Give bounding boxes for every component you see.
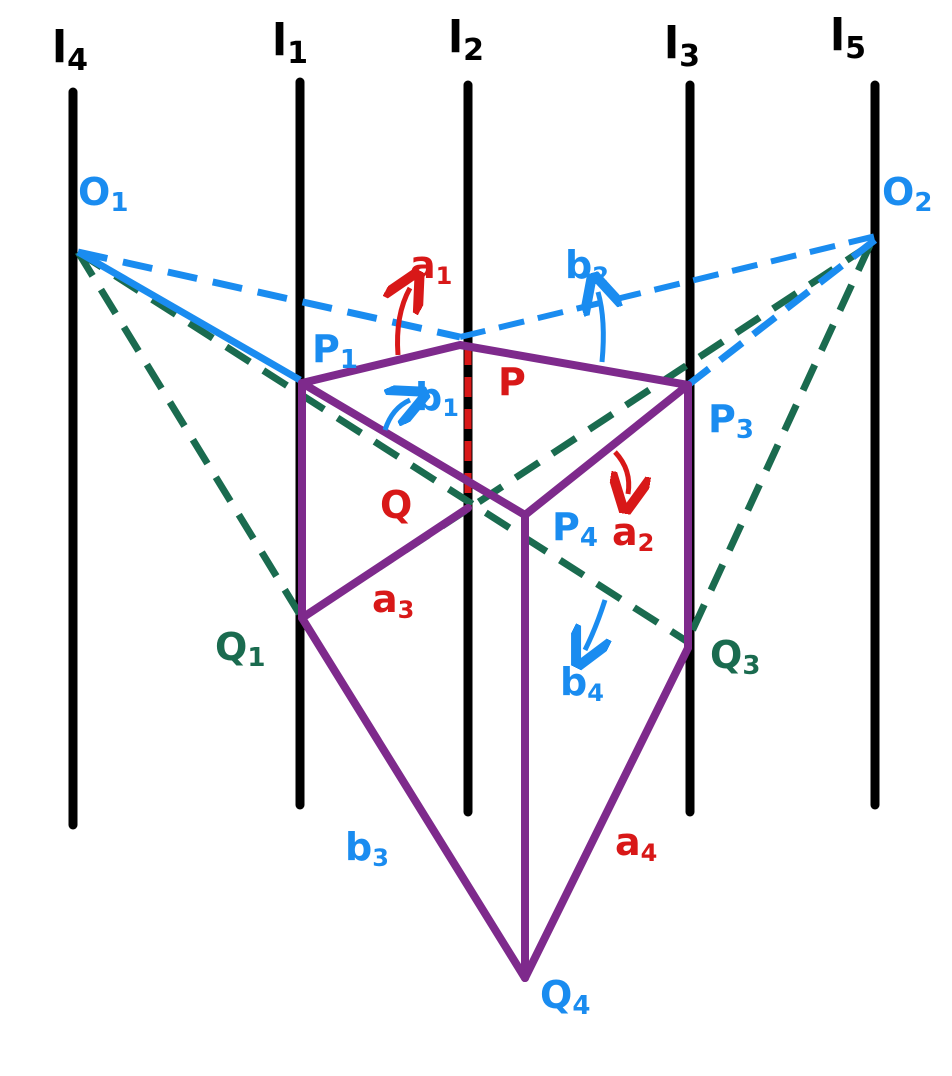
label-P1: P1 [312, 327, 358, 375]
label-P3: P3 [708, 397, 754, 445]
purple-P1-P4 [298, 379, 529, 519]
label-a4: a4 [615, 820, 657, 867]
green-O1-Q3 [76, 249, 690, 645]
label-l2: l2 [448, 12, 484, 68]
blue-O1-P [77, 248, 461, 341]
label-Q4: Q4 [540, 973, 590, 1021]
label-P: P [498, 360, 526, 404]
purple-Q3-Q4 [521, 644, 692, 982]
label-Q1: Q1 [215, 625, 265, 673]
green-O1-Q1 [75, 250, 305, 620]
label-Q: Q [380, 483, 412, 527]
label-a3: a3 [372, 577, 414, 624]
arrow-a1 [398, 288, 411, 356]
label-b2: b2 [565, 243, 609, 290]
label-O1: O1 [78, 170, 128, 218]
arrow-b4 [585, 599, 605, 650]
label-l4: l4 [52, 22, 88, 78]
arrow-a2 [615, 450, 629, 494]
blue-P-O2 [459, 232, 881, 340]
label-a1: a1 [410, 243, 452, 290]
purple-P3-P4 [521, 381, 692, 519]
label-a2: a2 [612, 510, 654, 557]
label-P4: P4 [552, 505, 598, 553]
label-Q3: Q3 [710, 633, 760, 681]
blue-O1-P1 [76, 248, 302, 384]
green-O2-Q1 [300, 242, 872, 621]
purple-Q1-Q [298, 504, 472, 622]
arrow-b2 [598, 292, 603, 363]
label-b3: b3 [345, 825, 389, 872]
label-l3: l3 [664, 18, 700, 74]
label-b1: b1 [415, 375, 459, 422]
label-b4: b4 [560, 660, 604, 707]
label-l1: l1 [272, 15, 308, 71]
arrow-b1 [382, 400, 410, 431]
purple-Q1-Q4 [298, 614, 529, 982]
label-l5: l5 [830, 10, 866, 66]
label-O2: O2 [882, 170, 932, 218]
green-O2-Q3 [684, 243, 874, 642]
purple-top [298, 341, 692, 389]
